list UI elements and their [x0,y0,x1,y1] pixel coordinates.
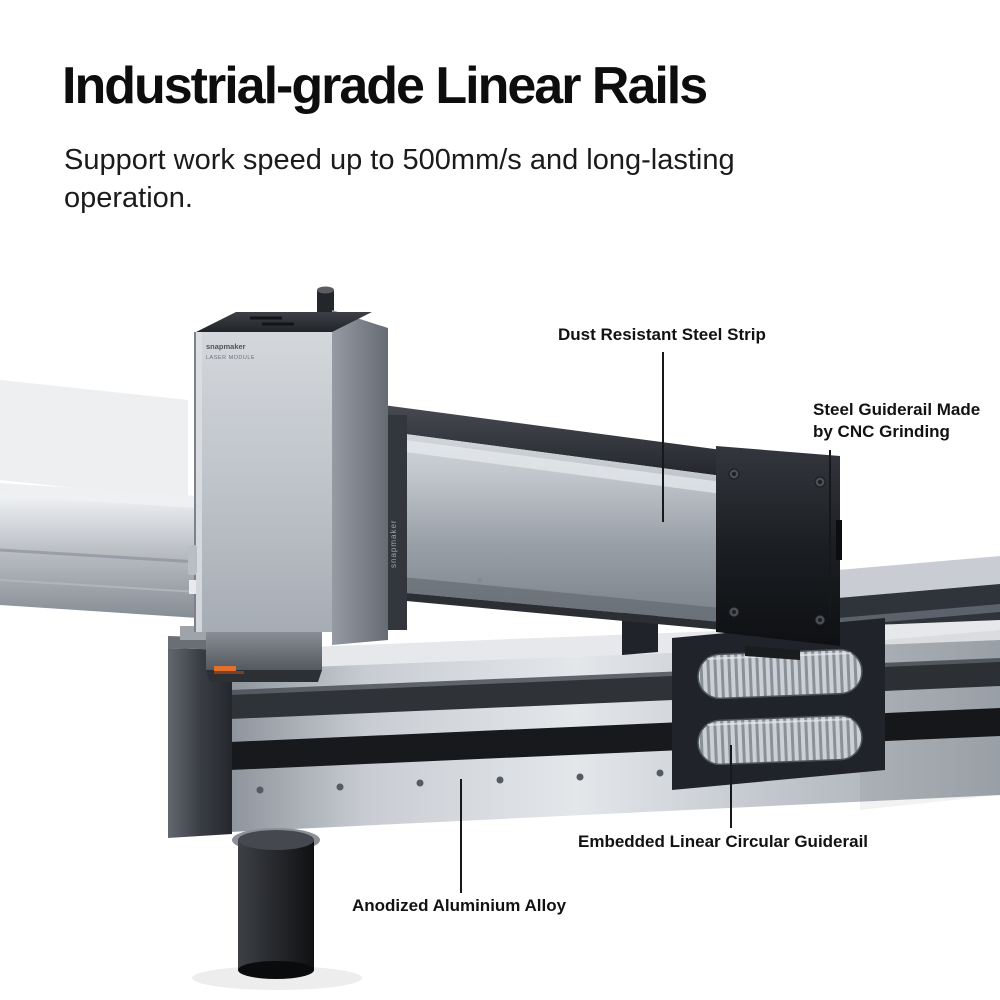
beam-brand-text: snapmaker [389,519,398,568]
linear-rollers [672,618,885,790]
callout-label-line1: Steel Guiderail Made [813,400,981,419]
support-foot [192,828,362,990]
page-title: Industrial-grade Linear Rails [62,57,708,115]
callout-line-circular-guiderail [730,745,732,828]
callout-anodized-aluminium-alloy: Anodized Aluminium Alloy [352,895,566,917]
callout-steel-guiderail: Steel Guiderail Made by CNC Grinding [813,399,1000,443]
x-beam [330,398,722,630]
callout-dust-resistant-steel-strip: Dust Resistant Steel Strip [558,324,766,346]
callout-line-aluminium [460,779,462,893]
callout-label: Anodized Aluminium Alloy [352,896,567,915]
left-rail [0,483,199,618]
beam-end-cap [716,446,842,660]
module-latch [188,545,197,575]
left-rail-ghost [0,380,188,500]
module-label-text: LASER MODULE [206,355,255,361]
module-brand-text: snapmaker [206,342,246,351]
callout-label-line2: by CNC Grinding [813,421,950,441]
page-subtitle: Support work speed up to 500mm/s and lon… [64,144,735,215]
callout-line-guiderail [829,450,831,618]
beam-joint-bracket: snapmaker [385,415,407,630]
callout-label: Embedded Linear Circular Guiderail [578,832,869,851]
laser-nozzle [206,632,322,670]
module-power-button [317,290,334,314]
callout-label: Dust Resistant Steel Strip [558,325,766,344]
cap-screws [728,468,826,626]
callout-line-steel-strip [662,352,664,522]
y-rail [168,620,1000,838]
laser-glow [214,666,236,671]
callout-embedded-linear-circular-guiderail: Embedded Linear Circular Guiderail [578,831,868,853]
product-render: snapmaker snapmaker LASER MODULE [0,286,1000,990]
laser-module: snapmaker LASER MODULE [188,286,388,682]
